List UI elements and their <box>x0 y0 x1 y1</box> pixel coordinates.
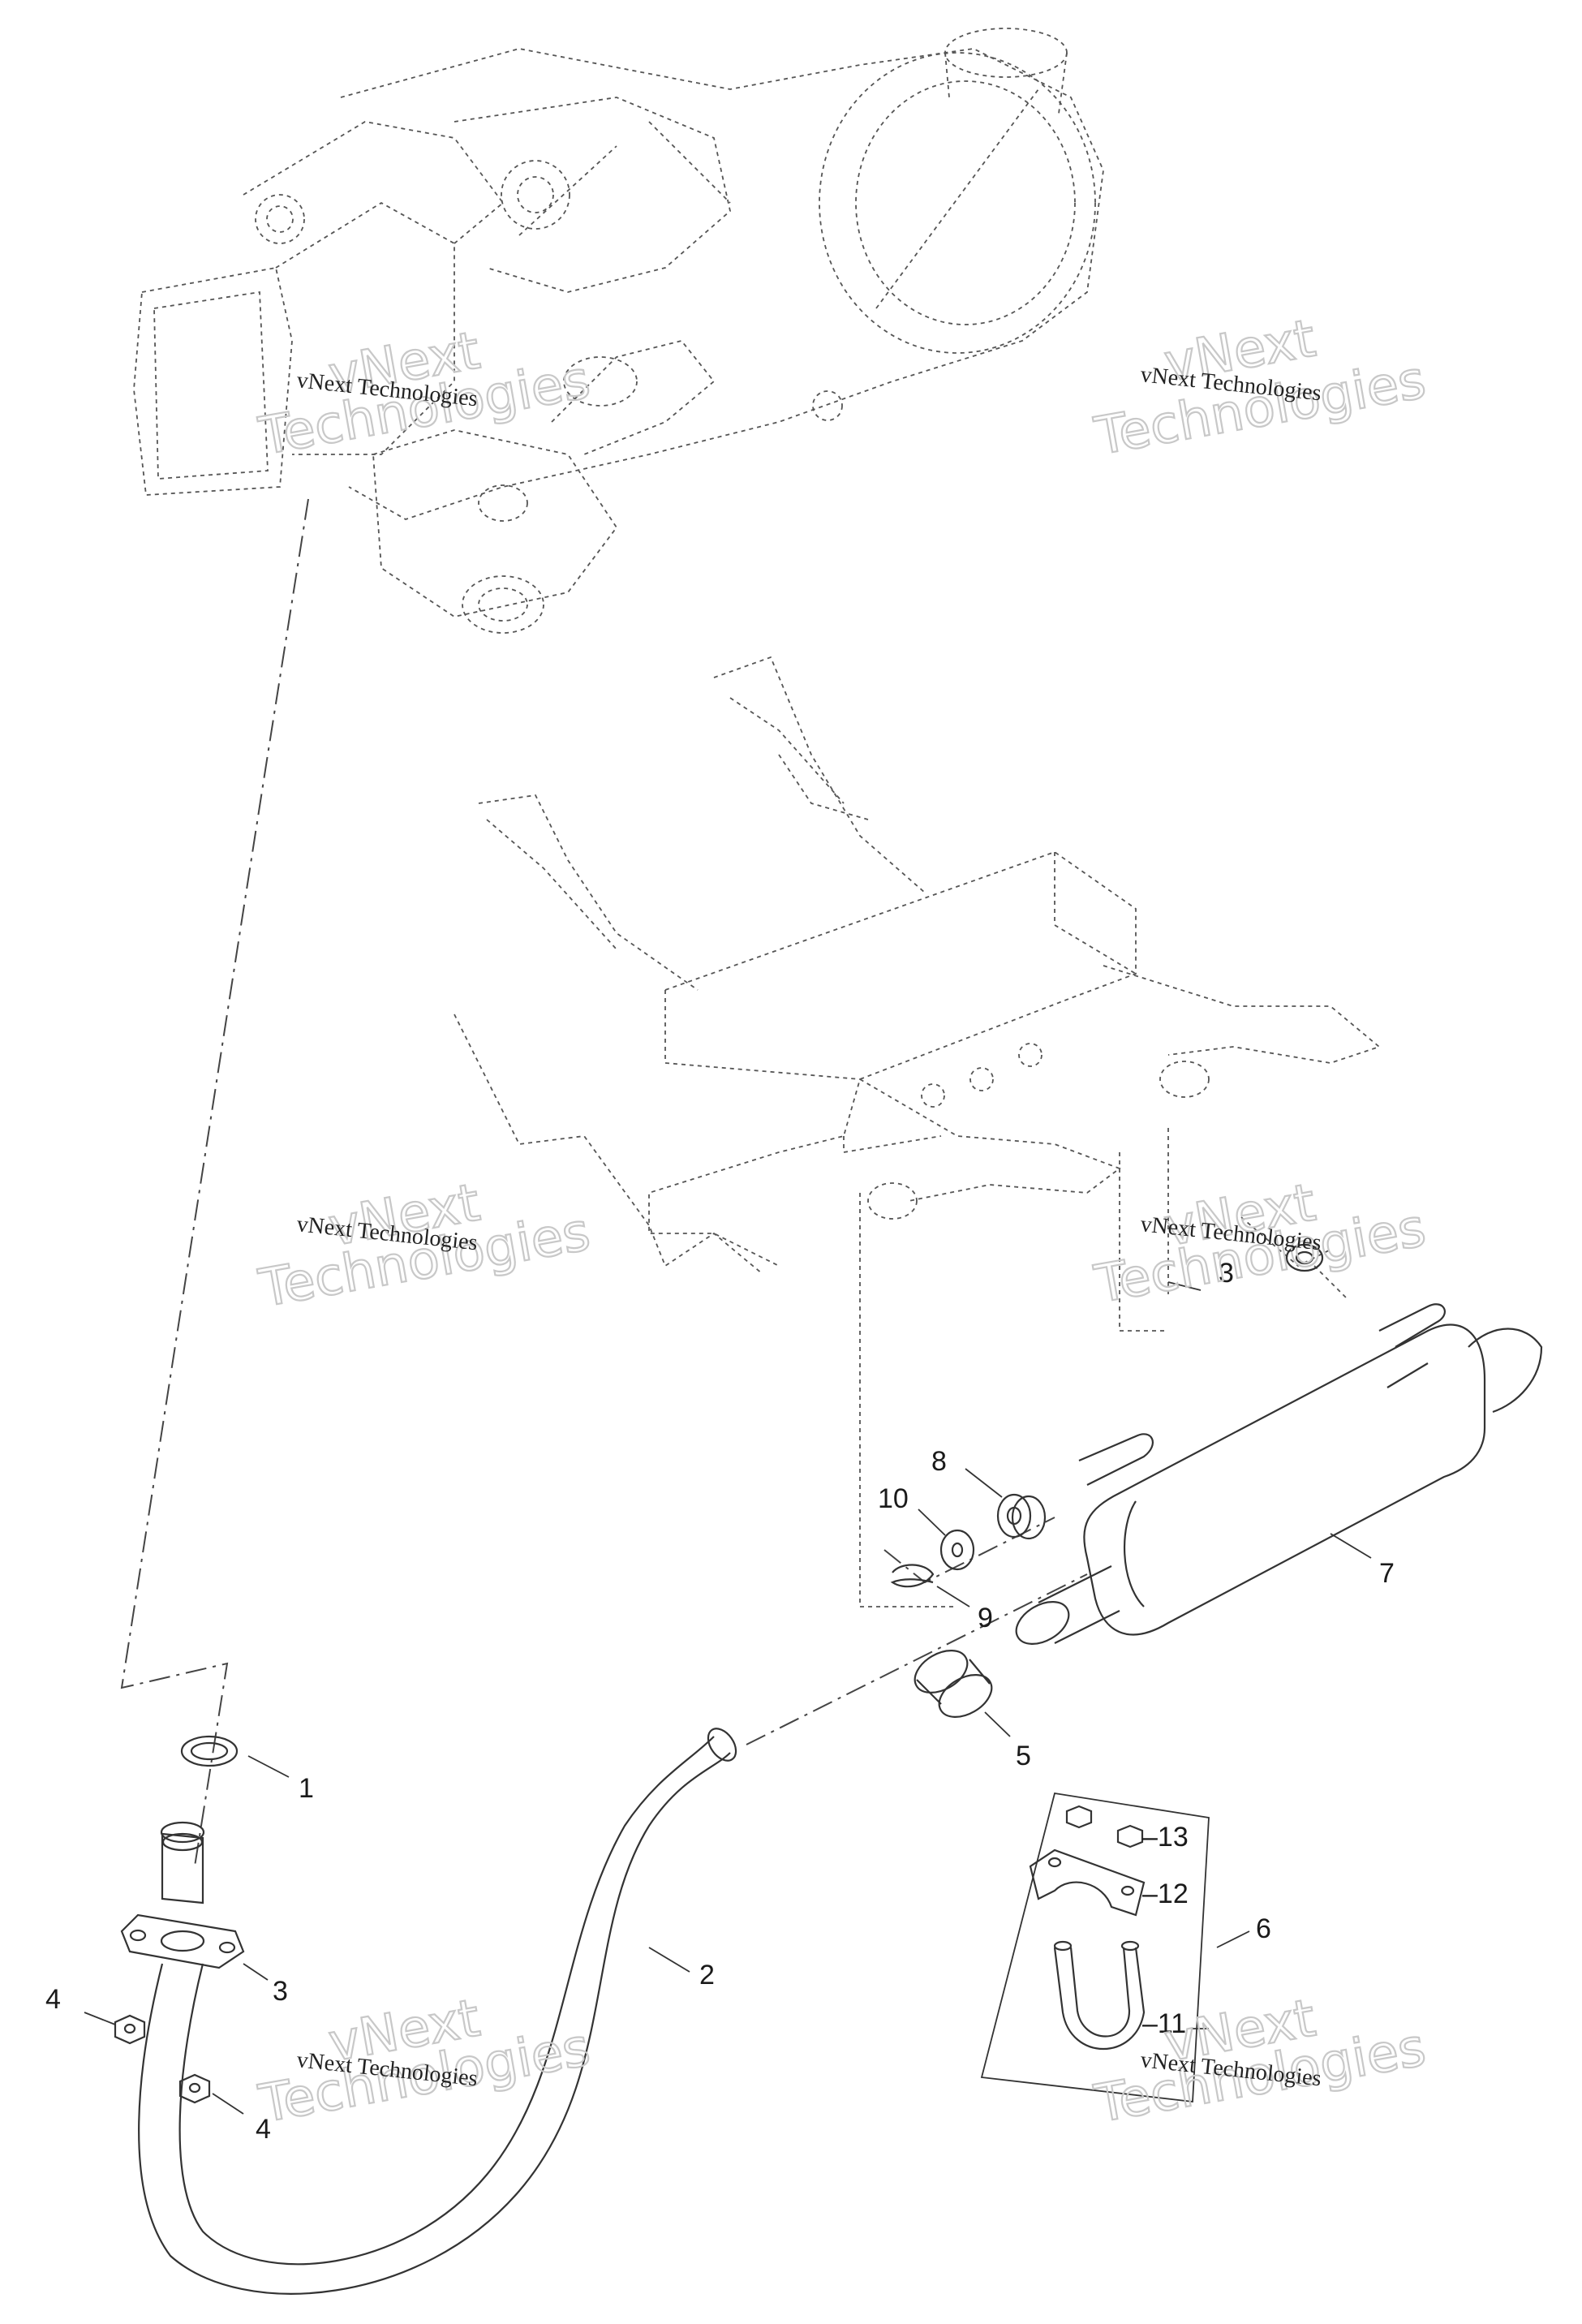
flange-nut-right <box>178 2073 211 2104</box>
engine-assembly <box>133 28 1104 634</box>
callout-12: –12 <box>1142 1879 1189 1909</box>
muffler <box>1015 1303 1543 1645</box>
rubber-grommet <box>996 1493 1047 1540</box>
callout-3-flange: 3 <box>273 1976 288 2007</box>
watermark-mid-left: vNext Technologies vNext Technologies <box>254 1172 595 1320</box>
hanger-centerline <box>883 1517 1055 1584</box>
frame-assembly <box>454 656 1381 1607</box>
clamp-kit <box>980 1792 1210 2103</box>
exhaust-pipe <box>138 1728 737 2295</box>
pipe-to-muffler-centerline <box>746 1573 1088 1745</box>
callout-4-right: 4 <box>256 2114 271 2145</box>
retaining-clip <box>890 1564 935 1588</box>
watermark-mid-right: vNext Technologies vNext Technologies <box>1090 1172 1431 1316</box>
callout-labels: 1 2 3 3 4 4 5 6 7 8 9 10 –11 –12 –13 <box>45 1258 1395 2145</box>
callout-1: 1 <box>299 1773 314 1804</box>
callout-5: 5 <box>1016 1741 1031 1771</box>
engine-to-header-centerline <box>120 498 309 1867</box>
watermark-bottom-right: vNext Technologies vNext Technologies <box>1090 1987 1431 2136</box>
callout-8: 8 <box>931 1446 947 1477</box>
exhaust-sleeve <box>914 1650 993 1718</box>
callout-11: –11 <box>1142 2008 1186 2039</box>
callout-9: 9 <box>978 1603 993 1633</box>
callout-7: 7 <box>1379 1558 1395 1589</box>
watermark-top-right: vNext Technologies vNext Technologies <box>1090 308 1431 468</box>
callout-13: –13 <box>1142 1822 1189 1853</box>
leader-lines <box>84 1281 1372 2115</box>
callout-4-left: 4 <box>45 1984 61 2015</box>
bracket-grommet <box>1285 1243 1324 1272</box>
watermark-top-left: vNext Technologies vNext Technologies <box>254 320 595 468</box>
watermark-bottom-left: vNext Technologies vNext Technologies <box>254 1987 595 2136</box>
header-flange <box>120 1821 245 1969</box>
callout-6: 6 <box>1256 1913 1271 1944</box>
exhaust-gasket <box>180 1735 239 1767</box>
callout-10: 10 <box>878 1483 909 1514</box>
flange-nut-left <box>114 2014 146 2045</box>
flat-washer <box>939 1529 975 1571</box>
callout-3-bracket: 3 <box>1219 1258 1234 1289</box>
callout-2: 2 <box>699 1960 715 1990</box>
